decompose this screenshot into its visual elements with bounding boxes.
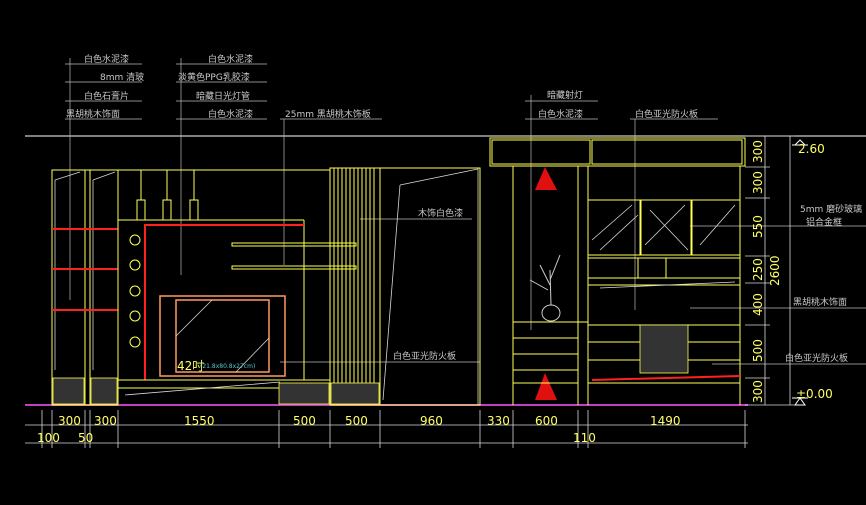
dim-v-3: 250	[751, 258, 765, 281]
glass-doors	[587, 199, 741, 256]
elevation-marks: 2.60 ±0.00	[792, 139, 833, 406]
label-mid-3: 白色水泥漆	[208, 108, 253, 120]
label-frame: 铝合金框	[806, 216, 842, 228]
dim-h2-0: 100	[37, 431, 60, 445]
dim-total-height: 2600	[768, 255, 782, 286]
dim-h2-2: 110	[573, 431, 596, 445]
tv-size-label: 42吋	[177, 359, 204, 373]
dim-v-4: 400	[751, 293, 765, 316]
label-mid-0: 白色水泥漆	[208, 53, 253, 65]
label-spotlight: 暗藏射灯	[547, 89, 583, 101]
dim-h2-1: 50	[78, 431, 93, 445]
decor-vase	[529, 254, 561, 322]
elevation-floor-label: ±0.00	[796, 387, 833, 401]
label-matte-board-right: 白色亚光防火板	[785, 352, 848, 364]
slanted-wall-panel	[379, 167, 481, 406]
dim-h-7: 600	[535, 414, 558, 428]
label-white-cement: 白色水泥漆	[538, 108, 583, 120]
label-walnut-board: 25mm 黑胡桃木饰板	[285, 108, 371, 120]
dim-h-0: 300	[58, 414, 81, 428]
label-mid-2: 暗藏日光灯管	[196, 90, 250, 102]
dim-v-2: 550	[751, 215, 765, 238]
material-labels: 白色水泥漆 8mm 清玻 白色石膏片 黑胡桃木饰面 白色水泥漆 淡黄色PPG乳胶…	[66, 53, 862, 364]
tv-screen: 42吋 (21.8x80.8x27cm)	[159, 295, 286, 377]
elevation-top-label: 2.60	[798, 142, 825, 156]
label-leaders	[65, 58, 866, 365]
label-left-1: 8mm 清玻	[100, 71, 144, 83]
label-matte-board-mid: 白色亚光防火板	[393, 350, 456, 362]
label-wood-white: 木饰白色漆	[418, 207, 463, 219]
dim-h-6: 330	[487, 414, 510, 428]
horizontal-dimensions: 300 300 1550 500 500 960 330 600 1490 10…	[25, 410, 748, 448]
dim-h-3: 500	[293, 414, 316, 428]
tv-dimension-label: (21.8x80.8x27cm)	[200, 363, 255, 370]
pendant-lights	[136, 170, 199, 221]
dim-h-1: 300	[94, 414, 117, 428]
right-cabinet-unit	[489, 137, 746, 405]
spotlight-bottom	[535, 373, 557, 400]
spotlight-top	[535, 167, 557, 190]
vertical-slat-panel	[329, 167, 381, 406]
label-left-0: 白色水泥漆	[84, 53, 129, 65]
label-left-2: 白色石膏片	[84, 90, 129, 102]
label-matte-board-top: 白色亚光防火板	[635, 108, 698, 120]
tv-wall: 42吋 (21.8x80.8x27cm)	[117, 169, 357, 405]
label-left-3: 黑胡桃木饰面	[66, 108, 120, 120]
dim-v-5: 500	[751, 339, 765, 362]
dim-h-2: 1550	[184, 414, 215, 428]
label-mid-1: 淡黄色PPG乳胶漆	[178, 71, 250, 83]
dim-v-1: 300	[751, 171, 765, 194]
dim-v-6: 300	[751, 380, 765, 403]
dim-h-5: 960	[420, 414, 443, 428]
dim-h-8: 1490	[650, 414, 681, 428]
label-glass: 5mm 磨砂玻璃	[800, 203, 862, 215]
dim-v-0: 300	[751, 140, 765, 163]
left-shelf-cabinet	[51, 169, 119, 406]
dim-h-4: 500	[345, 414, 368, 428]
vertical-dimensions: 300 300 550 250 400 500 300 2600	[745, 135, 795, 406]
label-walnut-face: 黑胡桃木饰面	[793, 296, 847, 308]
downlight-circles	[129, 234, 141, 348]
